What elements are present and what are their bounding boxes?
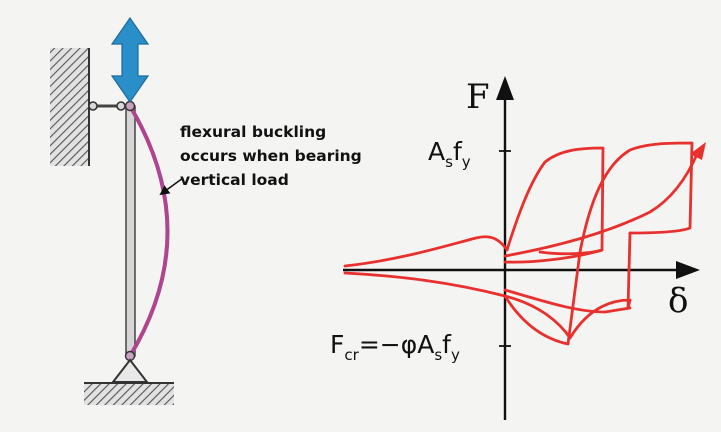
critical-label-eq: =−φA [359,330,435,359]
critical-label-s: s [434,346,442,364]
critical-force-label: Fcr=−φAsfy [330,330,460,364]
straight-column [125,105,136,357]
compression-tail-inner [343,271,572,340]
small-loop-lower [503,250,582,346]
yield-label-f: f [453,137,463,166]
critical-label-f2: f [442,330,452,359]
reloading-branch [503,150,700,258]
displacement-axis-label: δ [668,281,688,321]
wall-support-hatch [50,48,88,166]
ground-hatch [84,383,174,405]
link-pin-right [116,101,126,111]
unloading-branch [503,248,604,264]
hysteresis-graph [343,76,706,420]
link-pin-left [88,101,98,111]
yield-label-y: y [462,153,471,171]
large-loop-lower [568,231,632,340]
annotation-line-2: occurs when bearing [180,147,362,165]
column-sketch [50,16,184,405]
annotation-line-3: vertical load [180,171,289,189]
yield-force-label: Asfy [428,137,471,171]
y-axis-arrow-icon [496,76,514,100]
pin-support [110,358,150,383]
small-loop-upper [505,146,605,256]
critical-label-y: y [451,346,460,364]
bottom-loop [503,288,632,314]
large-loop-upper [578,141,694,254]
compression-tail-outer [343,235,509,268]
yield-label-a: A [428,137,445,166]
annotation-line-1: flexural buckling [180,123,326,141]
yield-label-s: s [445,153,453,171]
annotation-pointer-arrow [159,177,184,196]
buckled-member [128,104,170,358]
critical-label-cr: cr [344,346,359,364]
critical-label-f: F [330,330,344,359]
loop-end-arrow-icon [690,142,706,160]
axial-load-arrow-icon [110,16,150,104]
x-axis-arrow-icon [676,261,700,279]
hysteresis-loops [343,141,700,346]
force-axis-label: F [466,77,490,117]
